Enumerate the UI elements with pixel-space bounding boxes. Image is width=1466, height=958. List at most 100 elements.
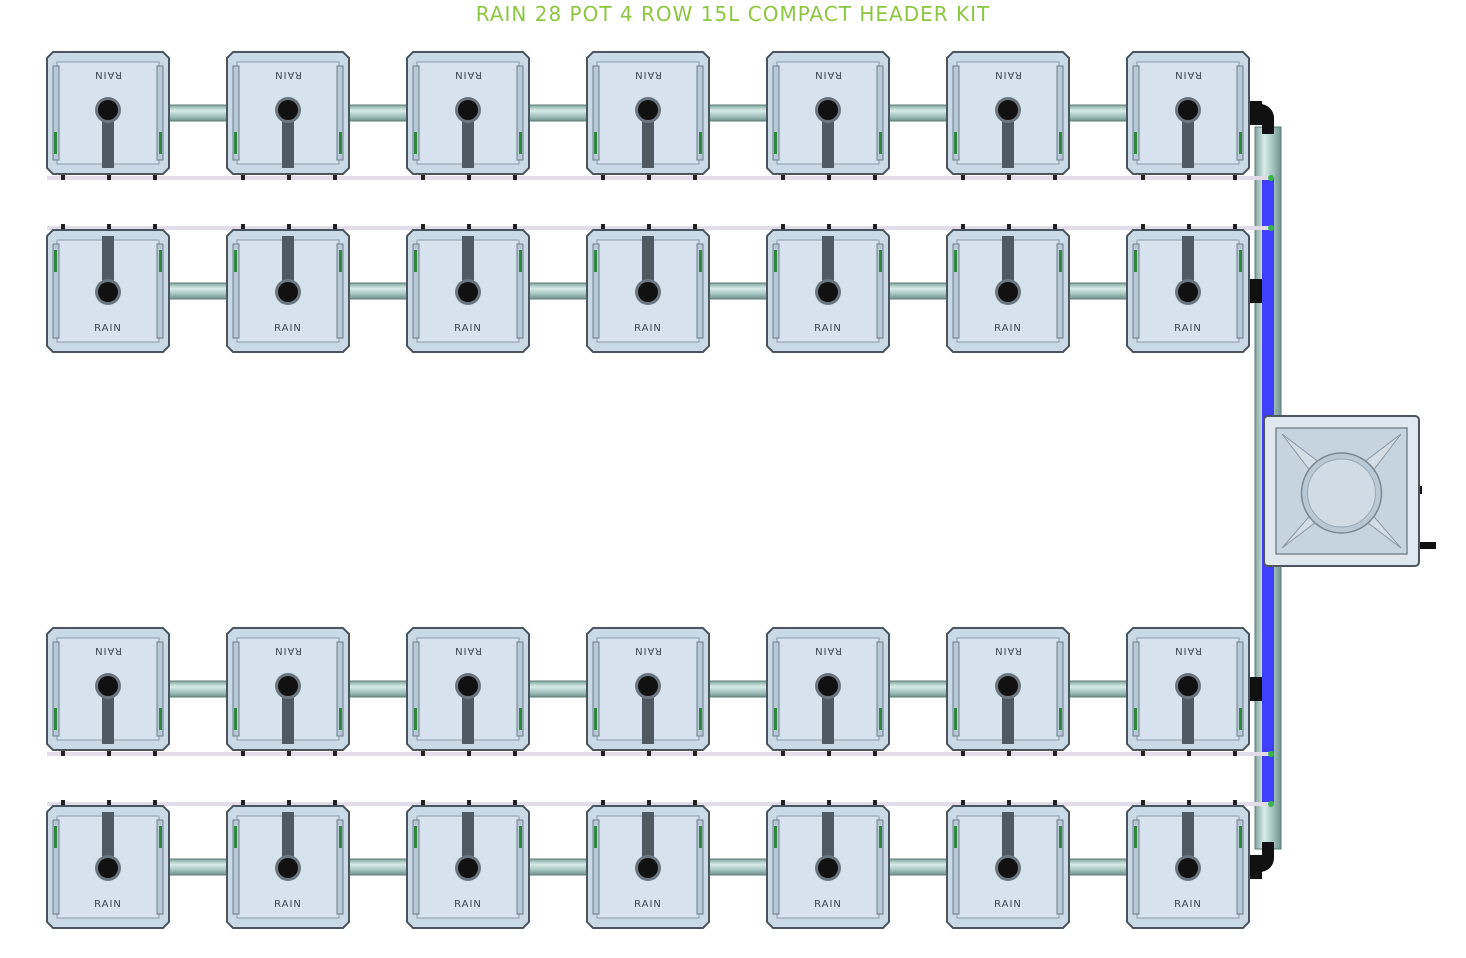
pot: RAIN — [1126, 627, 1250, 756]
pot: RAIN — [766, 224, 890, 353]
tee-fitting — [1248, 677, 1262, 701]
pot: RAIN — [946, 224, 1070, 353]
pot: RAIN — [586, 224, 710, 353]
drain-channel — [822, 236, 834, 292]
drain-channel — [462, 110, 474, 168]
reservoir-lid — [1307, 458, 1376, 528]
reservoir-layer — [1263, 415, 1436, 567]
pot: RAIN — [46, 51, 170, 180]
pot-brand-label: RAIN — [94, 69, 122, 80]
tee-fitting — [1248, 101, 1262, 125]
pot: RAIN — [586, 51, 710, 180]
pot-brand-label: RAIN — [994, 69, 1022, 80]
plumbing-layer — [47, 101, 1282, 879]
drain-hole — [998, 282, 1018, 302]
pot-brand-label: RAIN — [634, 323, 662, 334]
pot: RAIN — [1126, 800, 1250, 929]
pot: RAIN — [766, 51, 890, 180]
pots-layer: RAIN RAIN RAIN RAIN RAIN RAIN RAIN RAIN RAIN RAIN… — [46, 51, 1250, 929]
drain-channel — [1002, 236, 1014, 292]
drain-hole — [998, 858, 1018, 878]
pot-brand-label: RAIN — [814, 645, 842, 656]
drain-channel — [1182, 686, 1194, 744]
drain-channel — [282, 110, 294, 168]
drain-hole — [458, 100, 478, 120]
reservoir-tank — [1263, 415, 1436, 567]
pot-brand-label: RAIN — [634, 645, 662, 656]
drain-channel — [822, 110, 834, 168]
drain-channel — [642, 686, 654, 744]
tee-fitting — [1248, 855, 1262, 879]
pot: RAIN — [946, 51, 1070, 180]
drip-line — [47, 752, 1272, 756]
drain-channel — [102, 110, 114, 168]
drain-hole — [1178, 676, 1198, 696]
pot-brand-label: RAIN — [814, 899, 842, 910]
drain-hole — [1178, 858, 1198, 878]
pot-brand-label: RAIN — [94, 645, 122, 656]
pot: RAIN — [586, 627, 710, 756]
pot-brand-label: RAIN — [1174, 899, 1202, 910]
drain-hole — [98, 858, 118, 878]
drain-channel — [462, 236, 474, 292]
drain-channel — [1182, 236, 1194, 292]
pot-brand-label: RAIN — [1174, 645, 1202, 656]
drain-hole — [638, 100, 658, 120]
drain-channel — [1002, 812, 1014, 868]
drain-channel — [822, 812, 834, 868]
pot: RAIN — [586, 800, 710, 929]
drain-channel — [282, 686, 294, 744]
pot-brand-label: RAIN — [454, 69, 482, 80]
drain-hole — [458, 676, 478, 696]
pot-brand-label: RAIN — [634, 69, 662, 80]
diagram-title: RAIN 28 POT 4 ROW 15L COMPACT HEADER KIT — [475, 2, 991, 26]
drip-connector — [1268, 751, 1274, 757]
pot-brand-label: RAIN — [1174, 69, 1202, 80]
drain-channel — [1002, 686, 1014, 744]
drain-hole — [818, 282, 838, 302]
pot-brand-label: RAIN — [814, 69, 842, 80]
pot-brand-label: RAIN — [274, 645, 302, 656]
drain-channel — [1182, 812, 1194, 868]
drain-hole — [638, 858, 658, 878]
drain-hole — [278, 282, 298, 302]
drain-channel — [1182, 110, 1194, 168]
pot-brand-label: RAIN — [994, 899, 1022, 910]
drain-hole — [1178, 100, 1198, 120]
pot: RAIN — [406, 800, 530, 929]
pot-brand-label: RAIN — [454, 645, 482, 656]
drain-hole — [638, 676, 658, 696]
pot-brand-label: RAIN — [814, 323, 842, 334]
drain-channel — [462, 686, 474, 744]
drain-hole — [278, 858, 298, 878]
pot: RAIN — [946, 800, 1070, 929]
drain-channel — [102, 812, 114, 868]
drain-hole — [1178, 282, 1198, 302]
drain-hole — [458, 282, 478, 302]
drain-hole — [818, 858, 838, 878]
drain-channel — [282, 236, 294, 292]
drain-channel — [282, 812, 294, 868]
pot: RAIN — [226, 800, 350, 929]
pot-brand-label: RAIN — [274, 323, 302, 334]
drip-line — [47, 802, 1272, 806]
tee-fitting — [1248, 279, 1262, 303]
pot-brand-label: RAIN — [454, 323, 482, 334]
pot: RAIN — [946, 627, 1070, 756]
drain-hole — [818, 100, 838, 120]
pot: RAIN — [406, 224, 530, 353]
drain-channel — [642, 812, 654, 868]
drain-channel — [822, 686, 834, 744]
pot-brand-label: RAIN — [634, 899, 662, 910]
pot: RAIN — [766, 627, 890, 756]
drip-connector — [1268, 225, 1274, 231]
pot-brand-label: RAIN — [994, 323, 1022, 334]
pot: RAIN — [766, 800, 890, 929]
drain-hole — [98, 676, 118, 696]
drain-channel — [102, 236, 114, 292]
drip-line — [47, 226, 1272, 230]
drain-hole — [818, 676, 838, 696]
drain-hole — [458, 858, 478, 878]
drain-hole — [998, 676, 1018, 696]
